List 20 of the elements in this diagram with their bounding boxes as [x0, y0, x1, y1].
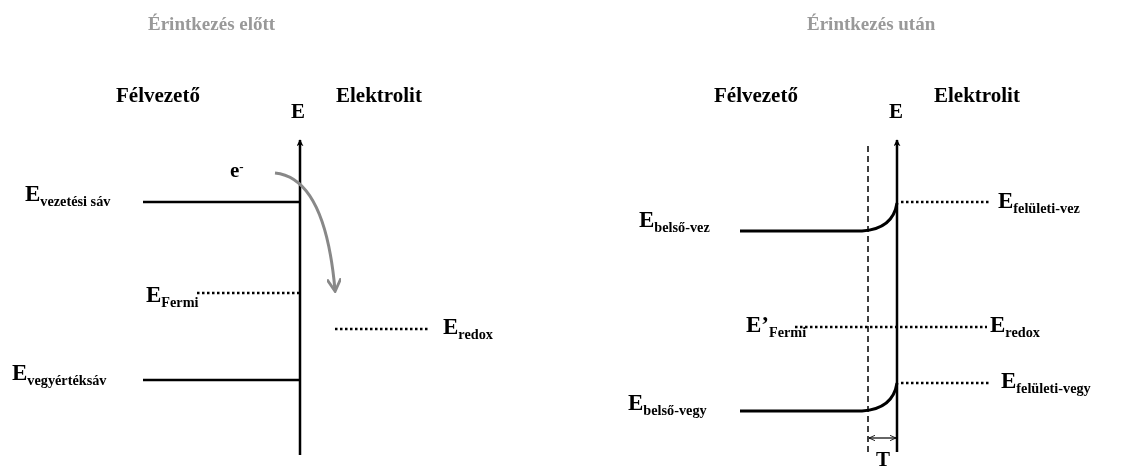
energy-level-label: E$_{redox}$	[990, 312, 1040, 339]
region-label: Elektrolit	[336, 83, 422, 108]
axis-label: E	[291, 99, 305, 124]
dimension-label: T	[876, 447, 890, 472]
energy-level-label: E$_{vezetési sáv}$	[25, 181, 111, 208]
energy-level-label: E’$_{Fermi}$	[746, 312, 807, 339]
energy-level-label: E$_{felületi-vez}$	[998, 188, 1080, 215]
axis-label: E	[889, 99, 903, 124]
energy-level-label: E$_{Fermi}$	[146, 282, 199, 309]
energy-level-label: E$_{belső-vez}$	[639, 207, 710, 234]
heading: Érintkezés előtt	[148, 13, 276, 35]
energy-level-label: E$_{felületi-vegy}$	[1001, 368, 1091, 395]
energy-level-label: E$_{vegyértéksáv}$	[12, 360, 107, 387]
region-label: Félvezető	[116, 83, 200, 108]
electron-label: e$^{-}$	[230, 158, 244, 183]
energy-level-label: E$_{belső-vegy}$	[628, 390, 707, 417]
region-label: Félvezető	[714, 83, 798, 108]
region-label: Elektrolit	[934, 83, 1020, 108]
heading: Érintkezés után	[807, 13, 936, 35]
energy-level-label: E$_{redox}$	[443, 314, 493, 341]
